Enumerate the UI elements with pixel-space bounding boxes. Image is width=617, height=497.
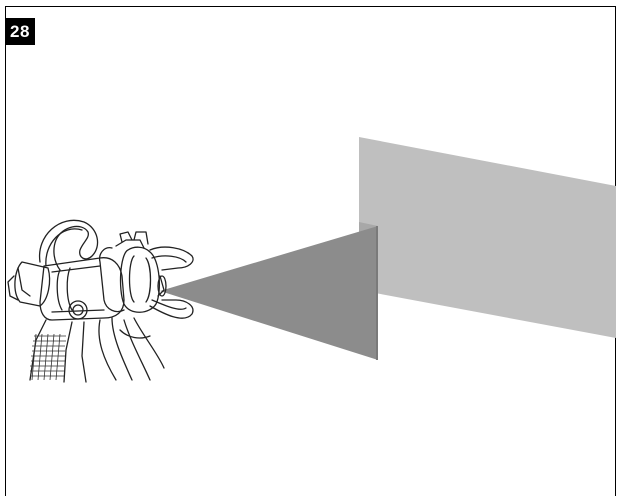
spray-tip-guard-icon — [149, 246, 194, 271]
step-number-badge: 28 — [5, 18, 35, 45]
spray-fan — [160, 226, 378, 360]
wall-surface — [359, 137, 616, 338]
grip-texture — [30, 333, 66, 381]
spray-gun-icon — [7, 219, 194, 383]
